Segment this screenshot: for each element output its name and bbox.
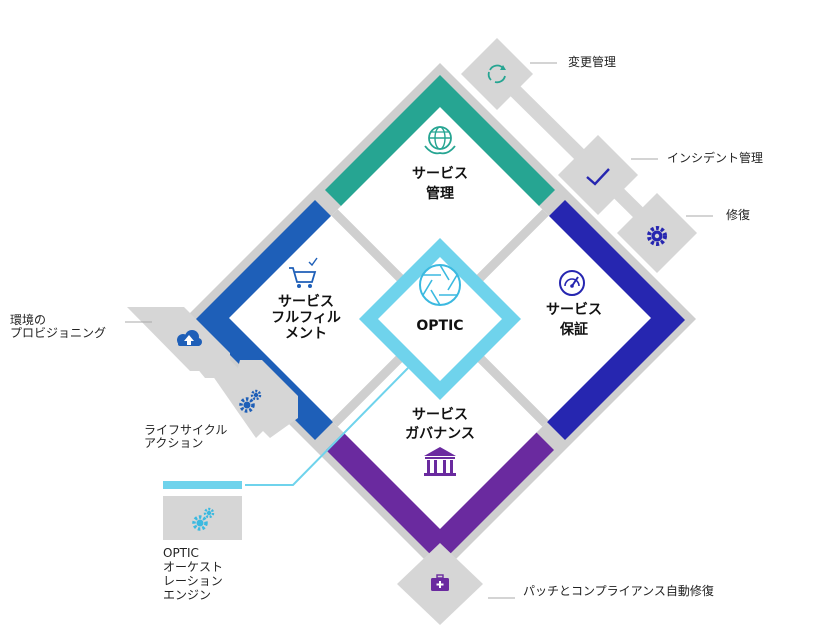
label-lifecycle-2: アクション (144, 436, 204, 450)
label-orchestration-1: OPTIC (163, 546, 199, 560)
globe-hands-icon (424, 126, 456, 155)
orchestration-connector (245, 367, 409, 486)
medical-kit-icon (431, 574, 449, 591)
cycle-arrows-icon (487, 64, 506, 84)
band-governance (326, 431, 554, 564)
shopping-cart-icon (289, 257, 318, 288)
quadrant-fulfillment-line3: メント (285, 326, 327, 342)
checkmark-icon (586, 168, 610, 186)
quadrant-governance-line1: サービス (412, 407, 468, 423)
institution-icon (424, 447, 456, 476)
quadrant-management-line1: サービス (412, 166, 468, 182)
label-leader-lines (125, 62, 713, 599)
orchestration-bar (163, 481, 242, 489)
label-orchestration-4: エンジン (163, 588, 212, 602)
label-lifecycle-1: ライフサイクル (144, 423, 228, 437)
aperture-icon (419, 264, 461, 306)
label-change-management: 変更管理 (568, 55, 617, 69)
quadrant-assurance-line1: サービス (546, 302, 602, 318)
orchestration-box (163, 496, 242, 540)
gauge-icon (559, 270, 585, 296)
label-repair: 修復 (726, 208, 751, 222)
core-label: OPTIC (416, 318, 463, 334)
label-incident-management: インシデント管理 (667, 151, 764, 165)
label-provisioning-2: プロビジョニング (10, 326, 107, 340)
band-fulfillment (195, 200, 334, 440)
gears-icon-lifecycle (239, 389, 262, 413)
cloud-upload-icon (177, 330, 202, 346)
band-management (325, 75, 555, 209)
gear-icon-repair (647, 226, 667, 246)
quadrant-governance-line2: ガバナンス (405, 426, 475, 442)
label-orchestration-2: オーケスト (163, 560, 224, 574)
label-patch-compliance: パッチとコンプライアンス自動修復 (523, 584, 714, 598)
quadrant-fulfillment-line2: フルフィル (271, 310, 341, 326)
label-provisioning-1: 環境の (10, 313, 47, 327)
quadrant-fulfillment-line1: サービス (278, 294, 334, 310)
core-inner (378, 257, 502, 381)
band-assurance (546, 200, 685, 440)
quadrant-assurance-line2: 保証 (559, 321, 588, 338)
label-orchestration-3: レーション (163, 574, 223, 588)
gears-icon-orchestration (192, 507, 215, 531)
quadrant-management-line2: 管理 (426, 185, 454, 202)
